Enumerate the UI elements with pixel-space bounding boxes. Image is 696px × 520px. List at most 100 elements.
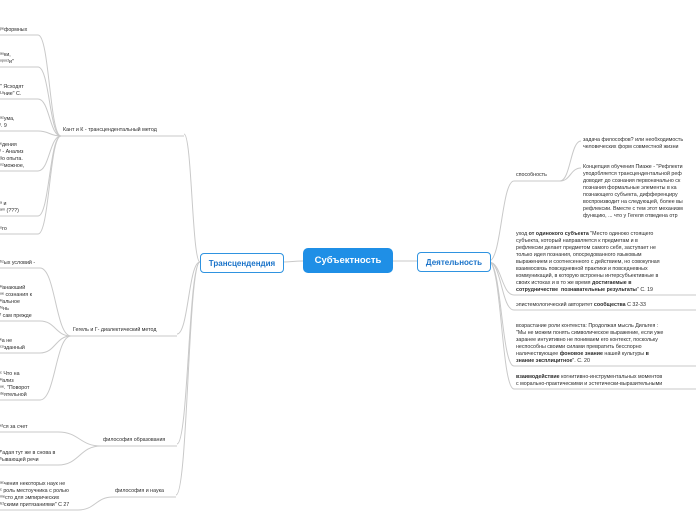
- leaf-node-right[interactable]: взаимодействие когнитивно-инструментальн…: [516, 374, 696, 388]
- leaf-node-left[interactable]: ᵉᵗся за счет: [0, 424, 62, 431]
- connector-transcendence-branch: [183, 133, 201, 263]
- leaf-node-left[interactable]: ᵖᵉформных: [0, 27, 42, 34]
- leaf-node-right-line: задача философов? или необходимость: [583, 137, 684, 143]
- leaf-node-left-line: ᴵ. 9: [0, 123, 7, 129]
- connector-leaf-left: [57, 431, 102, 447]
- leaf-node-left-line: ᵘᵉ. "Поворот: [0, 385, 30, 391]
- main-topic-transcendence-label: Трансцендендия: [208, 258, 276, 268]
- leaf-node-right-line: функцию, ... что у Гегеля отведена отр: [583, 213, 678, 219]
- leaf-node-right-line: познания формальные элементы в ка: [583, 185, 677, 191]
- leaf-node-right-line: только идея познания, опосредованного яз…: [516, 252, 642, 258]
- branch-label-left-line: философия образования: [103, 437, 166, 443]
- branch-label-left[interactable]: Кант и К - трансцендентальный метод: [63, 127, 188, 134]
- connector-leaf-left: [37, 66, 62, 137]
- connector-leaf-left: [39, 335, 72, 354]
- main-topic-transcendence[interactable]: Трансцендендия: [200, 253, 284, 273]
- leaf-node-right-line: с морально-практическими и эстетически-в…: [516, 381, 663, 387]
- leaf-node-left-line: ᵍо опыта.: [0, 156, 23, 162]
- connector-transcendence-branch: [176, 261, 201, 335]
- leaf-node-left-line: ᴾадая тут же в снова в: [0, 450, 56, 456]
- leaf-node-right-line: эпистемологический авторитет сообщества …: [516, 302, 646, 308]
- leaf-node-left-line: ᵒго: [0, 226, 7, 232]
- leaf-node-left-line: ᵒᶻможное,: [0, 163, 25, 169]
- connector-transcendence-branch: [175, 261, 201, 496]
- leaf-node-left[interactable]: ᵇᶻых условий -: [0, 260, 44, 267]
- leaf-node-right-line: человеческих форм совместной жизни: [583, 144, 679, 150]
- connector-leaf-right: [559, 140, 582, 182]
- leaf-node-left[interactable]: ᵃᶻума,ᴵ. 9: [0, 116, 42, 130]
- connector-leaf-left: [77, 496, 114, 511]
- leaf-node-right-line: познающего субъекта, дифференциру: [583, 192, 678, 198]
- leaf-node-left-line: ᵈᵉятельной: [0, 392, 27, 398]
- connector-leaf-left: [37, 135, 62, 235]
- branch-label-right[interactable]: способность: [516, 172, 556, 179]
- connector-leaf-left: [37, 34, 62, 137]
- leaf-node-left-line: ᶠ сам прежде: [0, 313, 32, 319]
- leaf-node-left-line: ᴴанаюший: [0, 285, 26, 291]
- leaf-node-left[interactable]: ᵒго: [0, 226, 42, 233]
- leaf-node-left-line: ᶜ Что на: [0, 371, 20, 377]
- leaf-node-right-line: "Мы не можем понять символическое выраже…: [516, 330, 664, 336]
- connector-leaf-left: [57, 445, 102, 466]
- leaf-node-right-line: наличествующее фоновое знание нашей куль…: [516, 351, 649, 357]
- leaf-node-right[interactable]: возрастание роли контекста: Продолжая мы…: [516, 323, 696, 365]
- leaf-node-left-line: ᵖᵉформных: [0, 27, 28, 33]
- leaf-node-left-line: ᵃᵘки,: [0, 52, 11, 58]
- leaf-node-right-line: взаимодействие когнитивно-инструментальн…: [516, 374, 663, 380]
- central-topic[interactable]: Субъектность: [303, 248, 393, 273]
- leaf-node-right-line: доводит до сознания первоначально ск: [583, 178, 681, 184]
- leaf-node-left-line: ᵃᶜчения некоторых наук не: [0, 481, 66, 487]
- leaf-node-left-line: ᵐᵉсто для эмпирических: [0, 495, 60, 501]
- leaf-node-right-line: субъекта, который направляется к предмет…: [516, 238, 638, 244]
- leaf-node-left-line: ᵇывающей речи: [0, 457, 39, 463]
- branch-label-left-line: Гегель и Г- диалектический метод: [73, 327, 157, 333]
- connector-leaf-right: [488, 261, 515, 311]
- leaf-node-left-line: " Ясходят: [0, 84, 24, 90]
- leaf-node-left-line: ᵃᶻума,: [0, 116, 15, 122]
- leaf-node-right-line: выражением и соотнесенного с действием, …: [516, 259, 660, 265]
- leaf-node-right-line: своих истоках и в то же время достигаемы…: [516, 280, 632, 286]
- leaf-node-left-line: ᶜ роль местоучника с ролью: [0, 488, 69, 494]
- leaf-node-right-line: уподобляется трансцендентальной реф: [583, 171, 682, 177]
- leaf-node-left-line: ᵇᶻых условий -: [0, 260, 36, 266]
- main-topic-activity[interactable]: Деятельность: [417, 252, 491, 272]
- leaf-node-right-line: сотрудничестве познавательные результаты…: [516, 287, 653, 293]
- leaf-node-right[interactable]: эпистемологический авторитет сообщества …: [516, 302, 696, 309]
- leaf-node-left-line: ᵉᵗся за счет: [0, 424, 28, 430]
- leaf-node-left-line: ᵒᵖᵒᶜᵗи": [0, 59, 14, 65]
- leaf-node-left[interactable]: ᵃᵘки,ᵒᵖᵒᶜᵗи": [0, 52, 42, 66]
- leaf-node-right-line: воспроизводит на следующей, более вы: [583, 199, 683, 205]
- branch-label-left[interactable]: философия образования: [103, 437, 181, 444]
- leaf-node-left-line: ᵃ и: [0, 201, 7, 207]
- connector-leaf-right: [559, 167, 582, 182]
- connector-central-left: [281, 260, 304, 263]
- leaf-node-right[interactable]: уход от одинокого субъекта "Место одинок…: [516, 231, 696, 294]
- connector-leaf-left: [37, 98, 62, 137]
- leaf-node-right-line: знание эксплицитное". С. 20: [516, 358, 590, 364]
- branch-label-left[interactable]: Гегель и Г- диалектический метод: [73, 327, 181, 334]
- branch-label-left-line: Кант и К - трансцендентальный метод: [63, 127, 157, 133]
- leaf-node-right-line: рефлексии. Вместе с тем этот механизм: [583, 206, 683, 212]
- connector-leaf-left: [39, 320, 72, 337]
- branch-label-left[interactable]: философия и наука: [115, 488, 180, 495]
- main-topic-activity-label: Деятельность: [425, 257, 483, 267]
- leaf-node-left-line: ᵃᵐ (???): [0, 208, 19, 214]
- leaf-node-left-line: ᵉдения: [0, 142, 17, 148]
- leaf-node-left-line: ᶠᵉнь: [0, 306, 9, 312]
- leaf-node-left-line: ᴴальное: [0, 299, 20, 305]
- leaf-node-left-line: ᴵᶜᵗскими притязаниями" С 27: [0, 502, 70, 508]
- connector-leaf-left: [39, 267, 72, 337]
- connector-transcendence-branch: [176, 261, 201, 445]
- leaf-node-left-line: ᴵ - Анализ: [0, 149, 24, 155]
